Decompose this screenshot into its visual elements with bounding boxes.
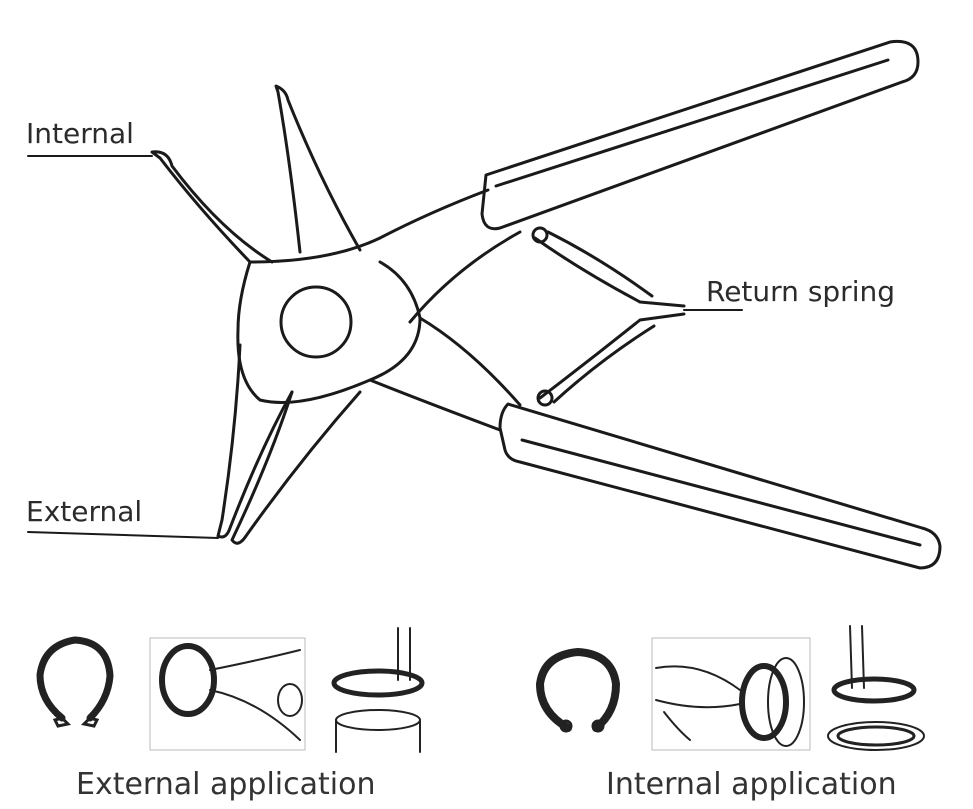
internal-jaw-2 bbox=[274, 84, 362, 254]
internal-jaw-1 bbox=[150, 150, 274, 264]
upper-spring-pin bbox=[531, 226, 549, 244]
lower-handle-grip bbox=[498, 402, 942, 570]
upper-arm-inner bbox=[408, 230, 522, 324]
internal-application-caption: Internal application bbox=[606, 767, 897, 802]
int-app-ring bbox=[831, 676, 917, 704]
int-app-frame-1 bbox=[651, 637, 811, 751]
external-label: External bbox=[26, 495, 143, 528]
upper-handle-grip-edge bbox=[494, 58, 890, 188]
external-leader bbox=[27, 531, 219, 539]
lower-spring-pin bbox=[536, 389, 554, 407]
return-spring-lower bbox=[538, 312, 686, 400]
lower-arm-inner bbox=[418, 316, 522, 407]
upper-arm bbox=[248, 188, 490, 264]
lower-arm bbox=[368, 378, 502, 432]
external-application-caption: External application bbox=[76, 767, 376, 802]
internal-circlip bbox=[535, 647, 621, 732]
lower-handle-grip-edge bbox=[520, 438, 922, 547]
external-jaw-2 bbox=[230, 390, 362, 545]
return-spring-lower-2 bbox=[552, 324, 656, 404]
internal-label: Internal bbox=[26, 117, 134, 150]
return-spring-upper-2 bbox=[546, 230, 654, 298]
ext-app-ring bbox=[331, 668, 425, 698]
upper-handle-grip bbox=[480, 39, 920, 231]
external-circlip bbox=[36, 636, 114, 722]
pivot-screw bbox=[279, 285, 353, 359]
return-spring-upper bbox=[533, 236, 686, 308]
return-spring-label: Return spring bbox=[706, 275, 895, 308]
ext-app-frame-1 bbox=[149, 637, 306, 751]
external-jaw-1 bbox=[216, 343, 294, 539]
pivot-body bbox=[236, 260, 422, 404]
